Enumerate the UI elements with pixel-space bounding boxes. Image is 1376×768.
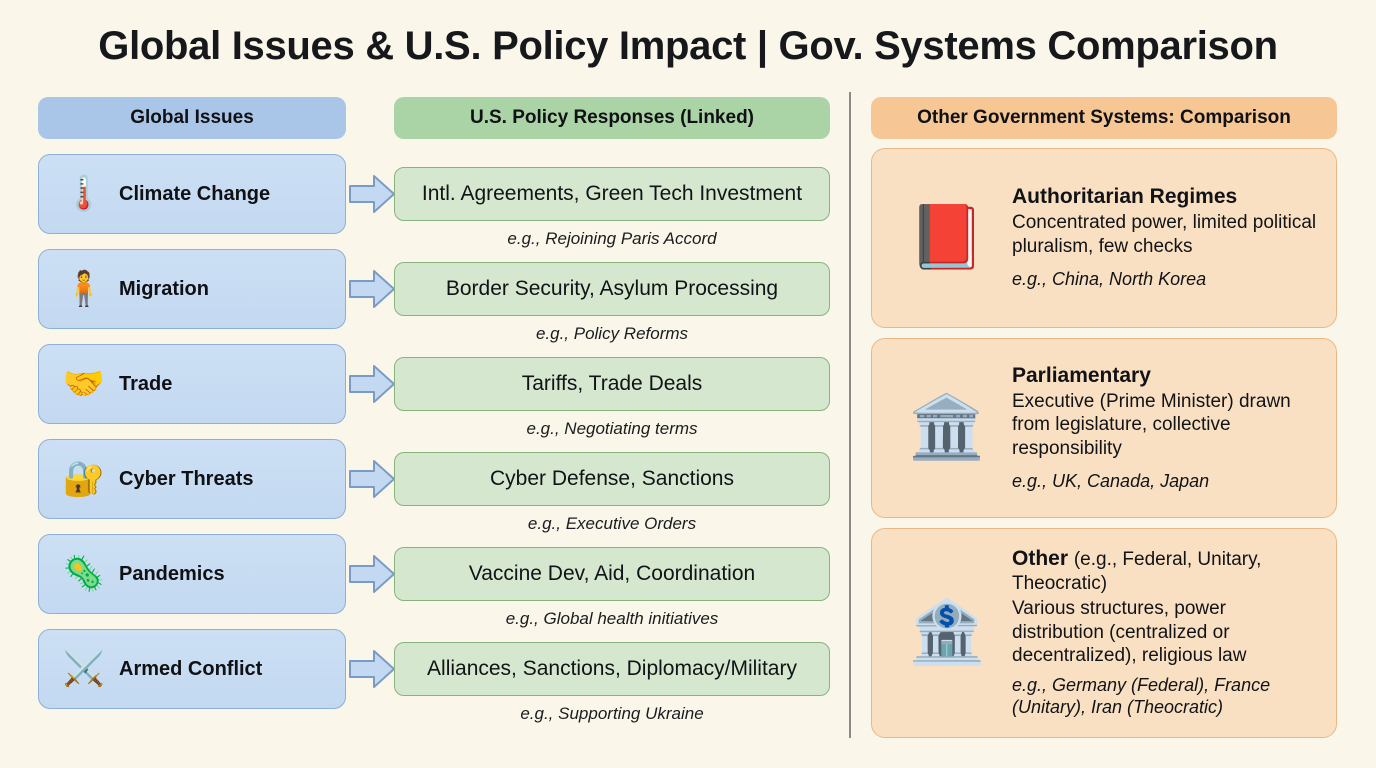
right-block-arrow-icon [348, 267, 396, 311]
issue-label: Trade [119, 372, 173, 395]
comparison-card-example: e.g., UK, Canada, Japan [1012, 471, 1210, 492]
comparison-card-subtitle: (e.g., Federal, Unitary, Theocratic) [1012, 549, 1262, 595]
policy-example-caption: e.g., Negotiating terms [526, 419, 698, 438]
globe-thermometer-icon: 🌡️ [62, 175, 106, 213]
comparison-card-title: Other [1012, 547, 1069, 571]
policy-example-caption: e.g., Executive Orders [527, 514, 697, 533]
gavel-lawbook-icon: 📕 [908, 203, 986, 272]
comparison-card-description: Various structures, power distribution (… [1012, 598, 1247, 667]
handshake-globe-icon: 🤝 [62, 365, 106, 403]
issue-box[interactable]: 🌡️ Climate Change [38, 154, 346, 234]
policy-box[interactable]: Intl. Agreements, Green Tech Investment [394, 167, 830, 221]
comparison-card-title-row: Authoritarian Regimes [1012, 185, 1322, 209]
comparison-card[interactable]: 🏦 Other (e.g., Federal, Unitary, Theocrat… [871, 528, 1337, 738]
column-header-policy-responses: U.S. Policy Responses (Linked) [394, 97, 830, 139]
policy-example-caption: e.g., Supporting Ukraine [520, 704, 704, 723]
shield-lock-icon: 🔐 [62, 460, 106, 498]
government-building-question-icon: 🏦 [908, 598, 986, 667]
comparison-card-title: Parliamentary [1012, 363, 1151, 387]
comparison-card-example: e.g., China, North Korea [1012, 269, 1207, 290]
issue-label: Migration [119, 277, 209, 300]
crossed-swords-icon: ⚔️ [62, 650, 106, 688]
column-divider [849, 92, 851, 738]
right-block-arrow-icon [348, 362, 396, 406]
policy-box[interactable]: Alliances, Sanctions, Diplomacy/Military [394, 642, 830, 696]
right-block-arrow-icon [348, 457, 396, 501]
issue-box[interactable]: 🦠 Pandemics [38, 534, 346, 614]
comparison-card-title: Authoritarian Regimes [1012, 185, 1238, 209]
comparison-card-title-row: Other (e.g., Federal, Unitary, Theocrati… [1012, 547, 1322, 595]
issue-box[interactable]: 🔐 Cyber Threats [38, 439, 346, 519]
issue-label: Cyber Threats [119, 467, 254, 490]
policy-example-caption: e.g., Global health initiatives [505, 609, 719, 628]
issue-label: Armed Conflict [119, 657, 263, 680]
page-title: Global Issues & U.S. Policy Impact | Gov… [98, 24, 1278, 68]
issue-box[interactable]: 🧍 Migration [38, 249, 346, 329]
right-block-arrow-icon [348, 647, 396, 691]
policy-box[interactable]: Tariffs, Trade Deals [394, 357, 830, 411]
issue-label: Pandemics [119, 562, 225, 585]
policy-example-caption: e.g., Policy Reforms [535, 324, 689, 343]
parliament-building-icon: 🏛️ [908, 393, 986, 462]
policy-box[interactable]: Vaccine Dev, Aid, Coordination [394, 547, 830, 601]
comparison-card-body: Other (e.g., Federal, Unitary, Theocrati… [1012, 547, 1322, 718]
comparison-card-example: e.g., Germany (Federal), France (Unitary… [1012, 675, 1271, 718]
comparison-card-title-row: Parliamentary [1012, 364, 1322, 388]
walking-person-backpack-icon: 🧍 [62, 270, 106, 308]
issue-box[interactable]: 🤝 Trade [38, 344, 346, 424]
comparison-card-description: Executive (Prime Minister) drawn from le… [1012, 390, 1291, 459]
right-block-arrow-icon [348, 172, 396, 216]
right-block-arrow-icon [348, 552, 396, 596]
column-header-global-issues: Global Issues [38, 97, 346, 139]
policy-box[interactable]: Cyber Defense, Sanctions [394, 452, 830, 506]
issue-box[interactable]: ⚔️ Armed Conflict [38, 629, 346, 709]
comparison-card-description: Concentrated power, limited political pl… [1012, 212, 1317, 257]
issue-label: Climate Change [119, 182, 271, 205]
policy-example-caption: e.g., Rejoining Paris Accord [507, 229, 717, 248]
policy-box[interactable]: Border Security, Asylum Processing [394, 262, 830, 316]
virus-icon: 🦠 [62, 555, 106, 593]
column-header-gov-systems: Other Government Systems: Comparison [871, 97, 1337, 139]
